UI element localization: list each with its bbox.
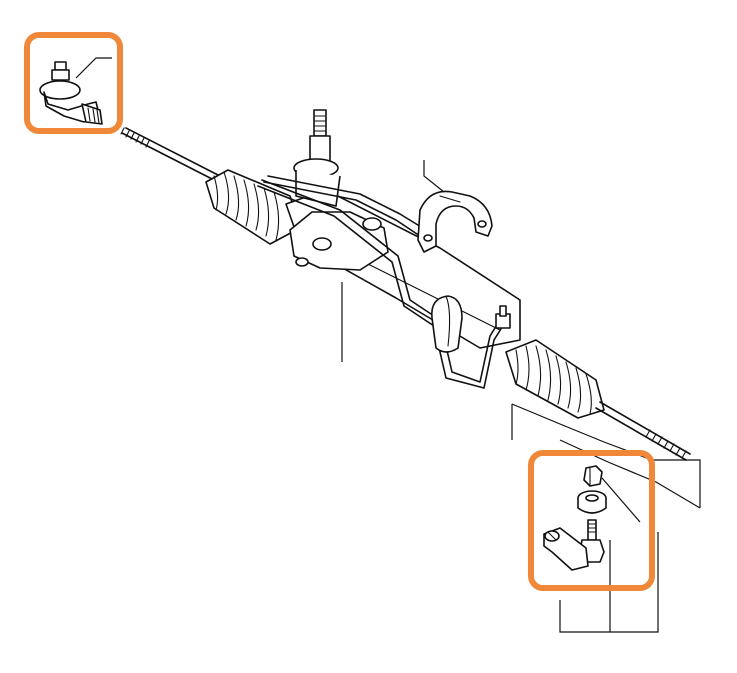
- right-leader-lines: [511, 403, 701, 633]
- outer-tie-rod-end-left[interactable]: [39, 57, 112, 125]
- mounting-bracket-clamp[interactable]: [417, 160, 493, 253]
- outer-tie-rod-end-kit-right[interactable]: [543, 465, 641, 571]
- seal-washer[interactable]: [577, 490, 607, 514]
- highlight-box-right: [528, 450, 655, 591]
- highlight-box-left: [24, 32, 123, 134]
- castle-nut[interactable]: [583, 465, 641, 523]
- steering-rack-assembly[interactable]: [120, 109, 691, 461]
- tie-rod-end-body[interactable]: [543, 519, 605, 571]
